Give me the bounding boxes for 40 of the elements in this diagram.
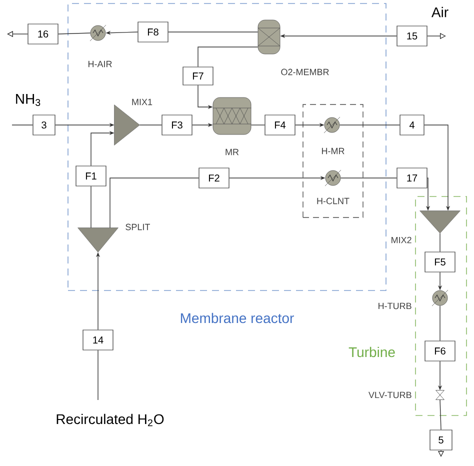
stream-name: NH$_{3}$: [16, 94, 40, 106]
stream-line: [12, 124, 34, 126]
group-title: Turbine: [348, 346, 395, 358]
stream-label: 3: [32, 114, 56, 136]
stream-label: F1: [76, 166, 106, 186]
stream-line: [139, 124, 162, 126]
stream-label: 17: [396, 168, 428, 188]
stream-label: 16: [28, 24, 58, 44]
stream-label: F4: [264, 114, 296, 136]
unit-label: MR: [226, 148, 239, 156]
stream-line: [58, 32, 91, 34]
dashed-frame: [302, 104, 364, 218]
stream-label: F5: [424, 252, 456, 272]
stream-label: 4: [400, 114, 424, 136]
stream-line: [90, 186, 92, 228]
unit-label: MIX1: [132, 98, 152, 106]
unit-label: H-TURB: [378, 302, 412, 310]
stream-line: [250, 124, 266, 126]
stream-label: 15: [396, 26, 428, 46]
stream-label: F2: [198, 168, 230, 188]
stream-name: Air: [431, 6, 448, 18]
unit-label: O2-MEMBR: [281, 68, 329, 76]
stream-name: Recirculated H$_{2}$O: [56, 414, 164, 426]
unit-label: MIX2: [392, 236, 412, 244]
unit-label: H-CLNT: [317, 198, 350, 204]
group-title: Membrane reactor: [180, 312, 294, 324]
stream-label: F3: [162, 114, 192, 136]
stream-line: [110, 178, 200, 228]
stream-label: F8: [138, 22, 168, 42]
stream-label: 5: [430, 430, 452, 450]
unit-label: SPLIT: [126, 224, 150, 230]
stream-line: [198, 46, 258, 68]
unit-label: H-MR: [322, 148, 344, 154]
stream-label: F7: [182, 66, 214, 86]
stream-line: [339, 124, 400, 126]
stream-label: 14: [82, 330, 114, 350]
unit-label: H-AIR: [88, 60, 112, 68]
stream-label: F6: [424, 340, 456, 362]
unit-label: VLV-TURB: [368, 392, 412, 398]
stream-line: [440, 399, 442, 430]
